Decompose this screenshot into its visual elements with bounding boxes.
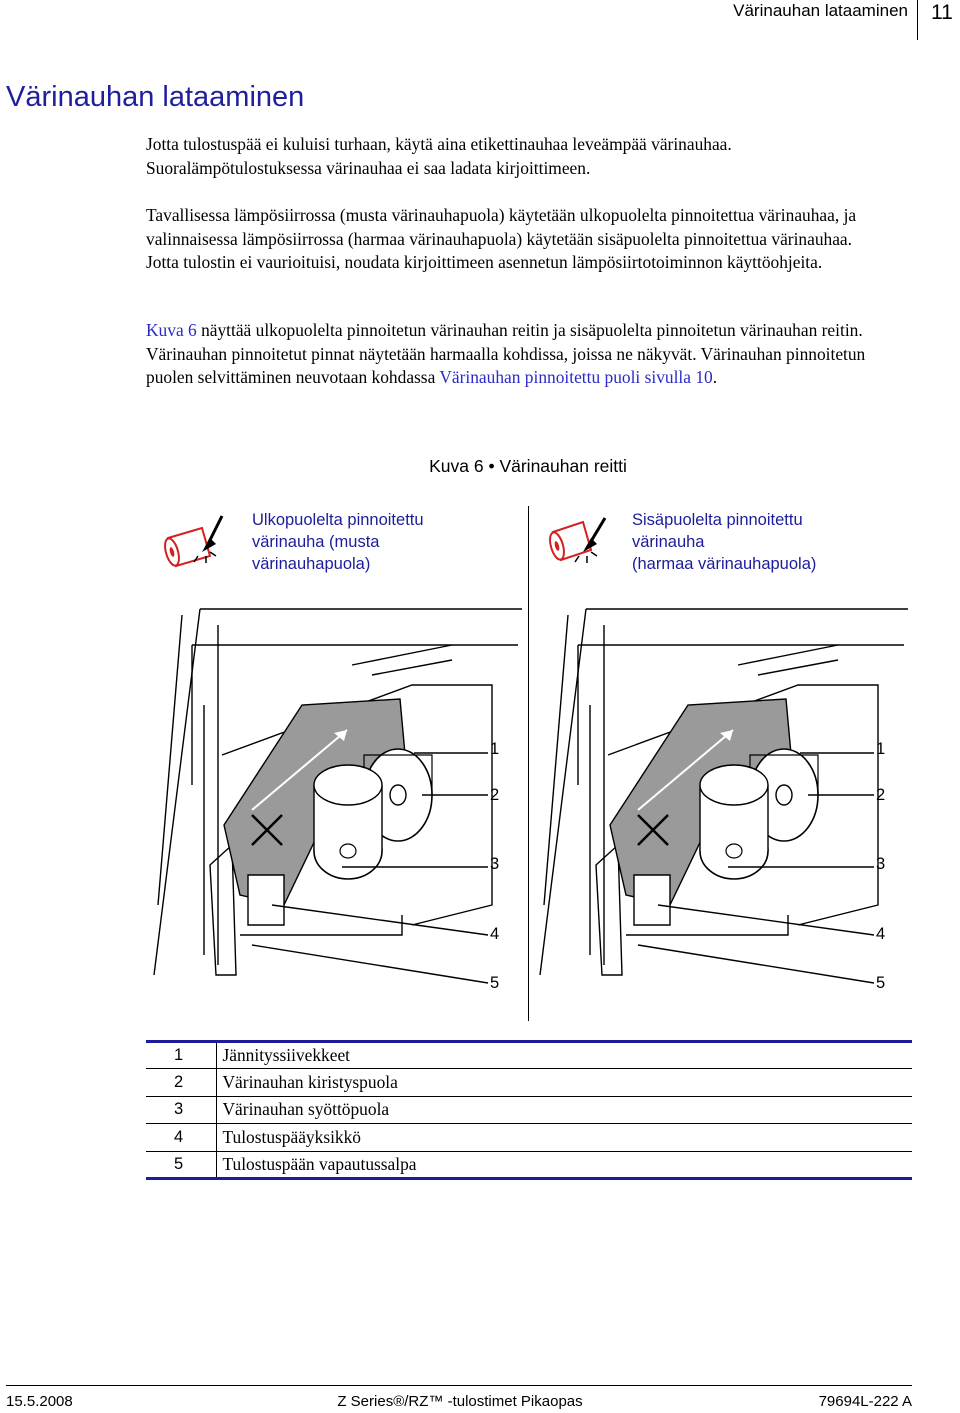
callout-2-right: 2 [876, 786, 886, 804]
part-label: Tulostuspääyksikkö [216, 1123, 912, 1152]
callout-4-right: 4 [876, 925, 886, 943]
part-label: Värinauhan syöttöpuola [216, 1096, 912, 1125]
callout-4-left: 4 [490, 925, 500, 943]
legend-line: Sisäpuolelta pinnoitettu [632, 511, 803, 529]
footer-date: 15.5.2008 [6, 1393, 73, 1410]
callout-1-right: 1 [876, 740, 886, 758]
legend-line: värinauha (musta [252, 533, 380, 551]
legend-line: (harmaa värinauhapuola) [632, 555, 817, 573]
legend-outside-coated: Ulkopuolelta pinnoitettu värinauha (must… [252, 509, 424, 575]
part-label: Jännityssiivekkeet [216, 1039, 912, 1070]
part-number: 4 [146, 1123, 217, 1152]
paragraph-thermal-transfer: Tavallisessa lämpösiirrossa (musta värin… [146, 205, 857, 272]
legend-line: värinauha [632, 533, 705, 551]
printer-illustration-outside [152, 605, 522, 990]
printer-illustration-inside [538, 605, 908, 990]
paragraph-figure-reference: Kuva 6 näyttää ulkopuolelta pinnoitetun … [146, 319, 886, 390]
table-row: 2 Värinauhan kiristyspuola [146, 1068, 912, 1097]
header-divider [917, 0, 918, 40]
page-number: 11 [931, 1, 953, 24]
paragraph-text: näyttää ulkopuolelta pinnoitetun värinau… [146, 320, 866, 387]
part-number: 2 [146, 1068, 217, 1097]
parts-table: 1 Jännityssiivekkeet 2 Värinauhan kirist… [146, 1039, 912, 1180]
part-label: Tulostuspään vapautussalpa [216, 1151, 912, 1180]
paragraph-end: . [712, 367, 718, 387]
part-number: 5 [146, 1151, 217, 1180]
coated-outside-roll-icon [162, 508, 242, 577]
callout-5-left: 5 [490, 974, 500, 992]
section-link[interactable]: Värinauhan pinnoitettu puoli sivulla 10 [439, 367, 713, 387]
table-row: 1 Jännityssiivekkeet [146, 1039, 912, 1070]
figure-title: Kuva 6 • Värinauhan reitti [429, 456, 627, 476]
figure-link[interactable]: Kuva 6 [146, 320, 197, 340]
callout-2-left: 2 [490, 786, 500, 804]
legend-inside-coated: Sisäpuolelta pinnoitettu värinauha (harm… [632, 509, 816, 575]
callout-5-right: 5 [876, 974, 886, 992]
legend-line: Ulkopuolelta pinnoitettu [252, 511, 424, 529]
callout-1-left: 1 [490, 740, 500, 758]
part-label: Värinauhan kiristyspuola [216, 1068, 912, 1097]
running-header: Värinauhan lataaminen [733, 1, 908, 20]
legend-line: värinauhapuola) [252, 555, 371, 573]
column-divider [528, 506, 529, 1021]
page-title: Värinauhan lataaminen [6, 81, 305, 113]
part-number: 3 [146, 1096, 217, 1125]
callout-3-right: 3 [876, 855, 886, 873]
callout-3-left: 3 [490, 855, 500, 873]
footer-code: 79694L-222 A [818, 1393, 912, 1410]
paragraph-intro: Jotta tulostuspää ei kuluisi turhaan, kä… [146, 134, 732, 178]
footer-divider [6, 1385, 912, 1386]
coated-inside-roll-icon [545, 508, 625, 577]
table-row: 4 Tulostuspääyksikkö [146, 1123, 912, 1152]
table-row: 5 Tulostuspään vapautussalpa [146, 1151, 912, 1180]
footer-title: Z Series®/RZ™ -tulostimet Pikaopas [337, 1393, 583, 1410]
part-number: 1 [146, 1039, 217, 1070]
table-row: 3 Värinauhan syöttöpuola [146, 1096, 912, 1125]
